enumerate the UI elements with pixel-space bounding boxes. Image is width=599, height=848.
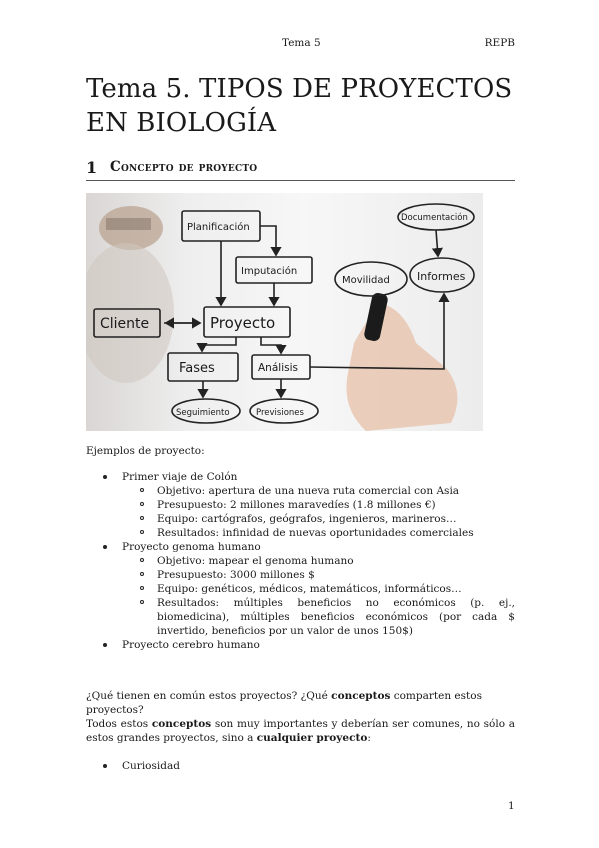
example-title: Proyecto genoma humano <box>122 541 261 553</box>
header-author: REPB <box>484 37 515 49</box>
example-detail: Presupuesto: 3000 millones $ <box>122 568 515 582</box>
example-item: Primer viaje de Colón Objetivo: apertura… <box>86 470 515 540</box>
diagram-label-seguimiento: Seguimiento <box>176 408 230 418</box>
example-detail: Objetivo: mapear el genoma humano <box>122 554 515 568</box>
statement-text-3: : <box>367 732 371 744</box>
page-title: Tema 5. TIPOS DE PROYECTOS EN BIOLOGÍA <box>86 74 513 138</box>
diagram-oval-seguimiento <box>171 398 241 424</box>
example-item: Proyecto cerebro humano <box>86 638 515 652</box>
statement-bold-1: conceptos <box>151 718 212 730</box>
example-details: Objetivo: mapear el genoma humano Presup… <box>122 554 515 638</box>
header-title: Tema 5 <box>282 37 321 49</box>
example-detail: Resultados: infinidad de nuevas oportuni… <box>122 526 515 540</box>
diagram-label-informes: Informes <box>417 270 466 283</box>
example-detail: Resultados: múltiples beneficios no econ… <box>122 596 515 638</box>
page-number: 1 <box>508 800 515 812</box>
example-item: Proyecto genoma humano Objetivo: mapear … <box>86 540 515 638</box>
diagram-oval-informes <box>409 257 475 293</box>
statement-paragraph: Todos estos conceptos son muy importante… <box>86 717 515 745</box>
diagram-box-proyecto <box>203 306 291 338</box>
diagram-label-documentacion: Documentación <box>401 212 468 223</box>
diagram-label-analisis: Análisis <box>258 362 298 374</box>
diagram-label-previsiones: Previsiones <box>256 408 305 418</box>
example-title: Proyecto cerebro humano <box>122 639 260 651</box>
example-detail: Presupuesto: 2 millones maravedíes (1.8 … <box>122 498 515 512</box>
examples-intro: Ejemplos de proyecto: <box>86 445 205 457</box>
diagram-label-fases: Fases <box>179 361 215 376</box>
question-text-2: comparten estos proyectos? <box>86 690 482 716</box>
example-details: Objetivo: apertura de una nueva ruta com… <box>122 484 515 540</box>
running-header: Tema 5 REPB <box>86 37 515 51</box>
concepts-list: Curiosidad <box>86 759 515 773</box>
diagram-oval-previsiones <box>249 398 319 424</box>
diagram-label-imputacion: Imputación <box>241 265 297 277</box>
example-detail: Objetivo: apertura de una nueva ruta com… <box>122 484 515 498</box>
statement-bold-2: cualquier proyecto <box>256 732 368 744</box>
question-bold: conceptos <box>331 690 391 702</box>
example-title: Primer viaje de Colón <box>122 471 238 483</box>
question-text-1: ¿Qué tienen en común estos proyectos? ¿Q… <box>86 690 332 702</box>
section-number: 1 <box>86 158 98 177</box>
example-detail: Equipo: cartógrafos, geógrafos, ingenier… <box>122 512 515 526</box>
diagram-label-planificacion: Planificación <box>187 221 250 233</box>
section-heading: 1 Concepto de proyecto <box>86 158 515 181</box>
concept-item: Curiosidad <box>86 759 515 773</box>
question-paragraph: ¿Qué tienen en común estos proyectos? ¿Q… <box>86 689 515 717</box>
diagram-box-cliente <box>93 308 161 338</box>
diagram-oval-movilidad <box>334 261 408 297</box>
example-detail: Equipo: genéticos, médicos, matemáticos,… <box>122 582 515 596</box>
diagram-label-proyecto: Proyecto <box>210 314 275 332</box>
statement-text-2: son muy importantes y deberían ser comun… <box>86 718 515 744</box>
diagram-label-movilidad: Movilidad <box>342 275 390 286</box>
section-label: Concepto de proyecto <box>110 159 258 175</box>
statement-text-1: Todos estos <box>86 718 152 730</box>
examples-list: Primer viaje de Colón Objetivo: apertura… <box>86 470 515 652</box>
project-diagram-photo: Planificación Imputación Cliente Proyect… <box>86 193 483 431</box>
diagram-label-cliente: Cliente <box>100 316 149 332</box>
